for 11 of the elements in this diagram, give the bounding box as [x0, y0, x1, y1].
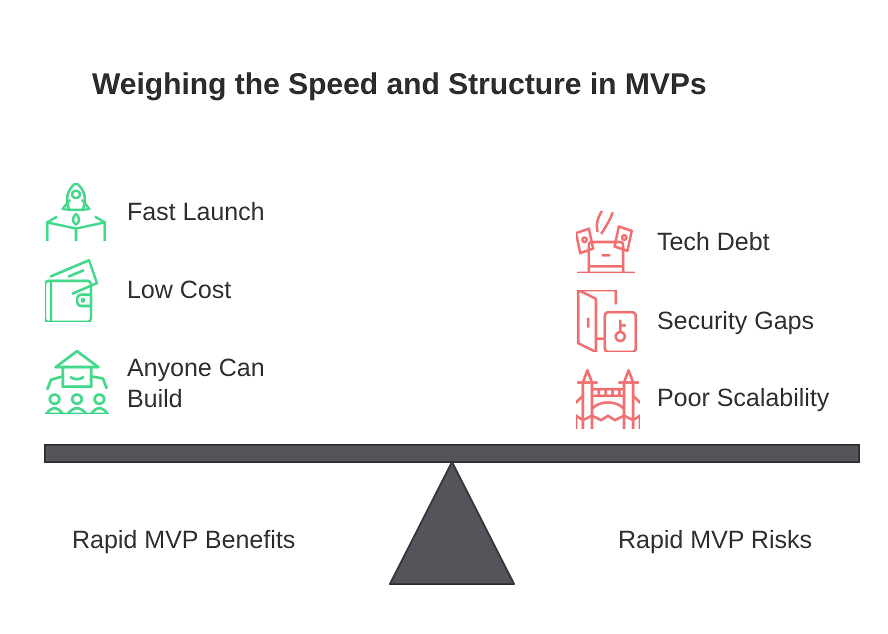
- benefit-text: Fast Launch: [127, 197, 265, 227]
- risk-text: Security Gaps: [657, 306, 814, 336]
- benefit-text: Anyone Can Build: [127, 353, 266, 415]
- side-caption: Rapid MVP Risks: [618, 525, 812, 555]
- diagram-title: Weighing the Speed and Structure in MVPs: [92, 68, 707, 102]
- fulcrum-triangle: [388, 460, 516, 586]
- risk-text: Tech Debt: [657, 227, 770, 257]
- seesaw-beam: [44, 444, 860, 464]
- benefit-text: Low Cost: [127, 275, 232, 305]
- side-caption: Rapid MVP Benefits: [72, 525, 296, 555]
- risk-text: Poor Scalability: [657, 383, 830, 413]
